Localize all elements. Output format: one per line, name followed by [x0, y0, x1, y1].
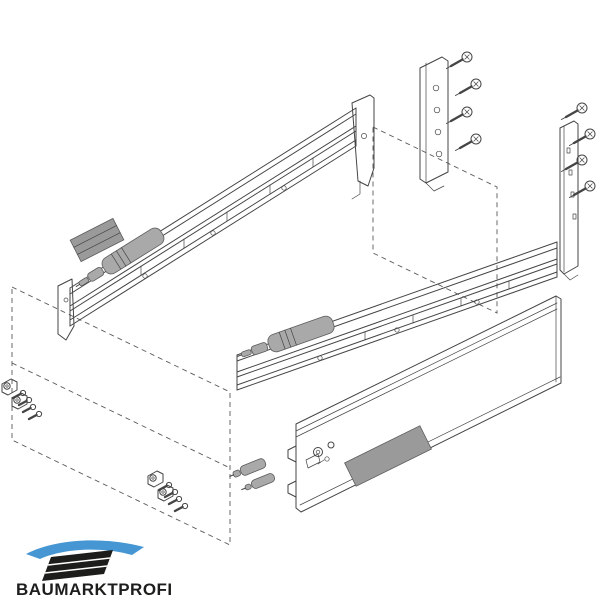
damper-pad — [69, 217, 125, 263]
screw-icon — [445, 50, 474, 70]
front-coupler — [237, 315, 335, 358]
screw-icon — [560, 153, 589, 173]
brand-logo: BAUMARKTPROFI — [16, 540, 173, 599]
screw-icon — [568, 127, 597, 147]
panel-hook — [287, 445, 297, 463]
rear-fixing-rail — [559, 120, 579, 281]
right-runner-assembly — [236, 241, 558, 391]
coupler-bolt — [87, 266, 105, 282]
logo-hatch-icon — [42, 550, 113, 581]
screw-icon — [445, 105, 474, 125]
panel-couplers — [229, 458, 276, 491]
rear-hook — [351, 94, 375, 187]
logo-text: BAUMARKTPROFI — [16, 580, 173, 599]
mini-coupler — [241, 473, 276, 491]
panel-fastener — [313, 447, 323, 457]
front-fixing-pieces — [0, 377, 189, 513]
left-runner-assembly — [57, 94, 375, 341]
panel-label — [344, 425, 432, 487]
screw-icon — [560, 101, 589, 121]
screw-icon — [454, 77, 483, 97]
front-fixing-piece — [10, 391, 43, 421]
mini-coupler — [229, 458, 267, 478]
coupler-body — [101, 227, 165, 275]
front-fixing-piece — [156, 483, 189, 513]
panel-hook — [287, 480, 297, 498]
coupler-bolt — [250, 342, 269, 356]
screw-icon — [454, 132, 483, 152]
screw-icon — [568, 179, 597, 199]
coupler-tip — [78, 277, 90, 287]
drawer-side-panel — [287, 295, 562, 513]
mounting-screws — [445, 50, 597, 199]
logo-swoosh-icon — [26, 540, 144, 559]
rear-fixing-bracket — [419, 56, 449, 192]
dashed-drawer-outline — [11, 126, 498, 546]
front-coupler — [75, 227, 165, 288]
front-bracket — [57, 278, 75, 341]
coupler-body — [267, 315, 335, 353]
